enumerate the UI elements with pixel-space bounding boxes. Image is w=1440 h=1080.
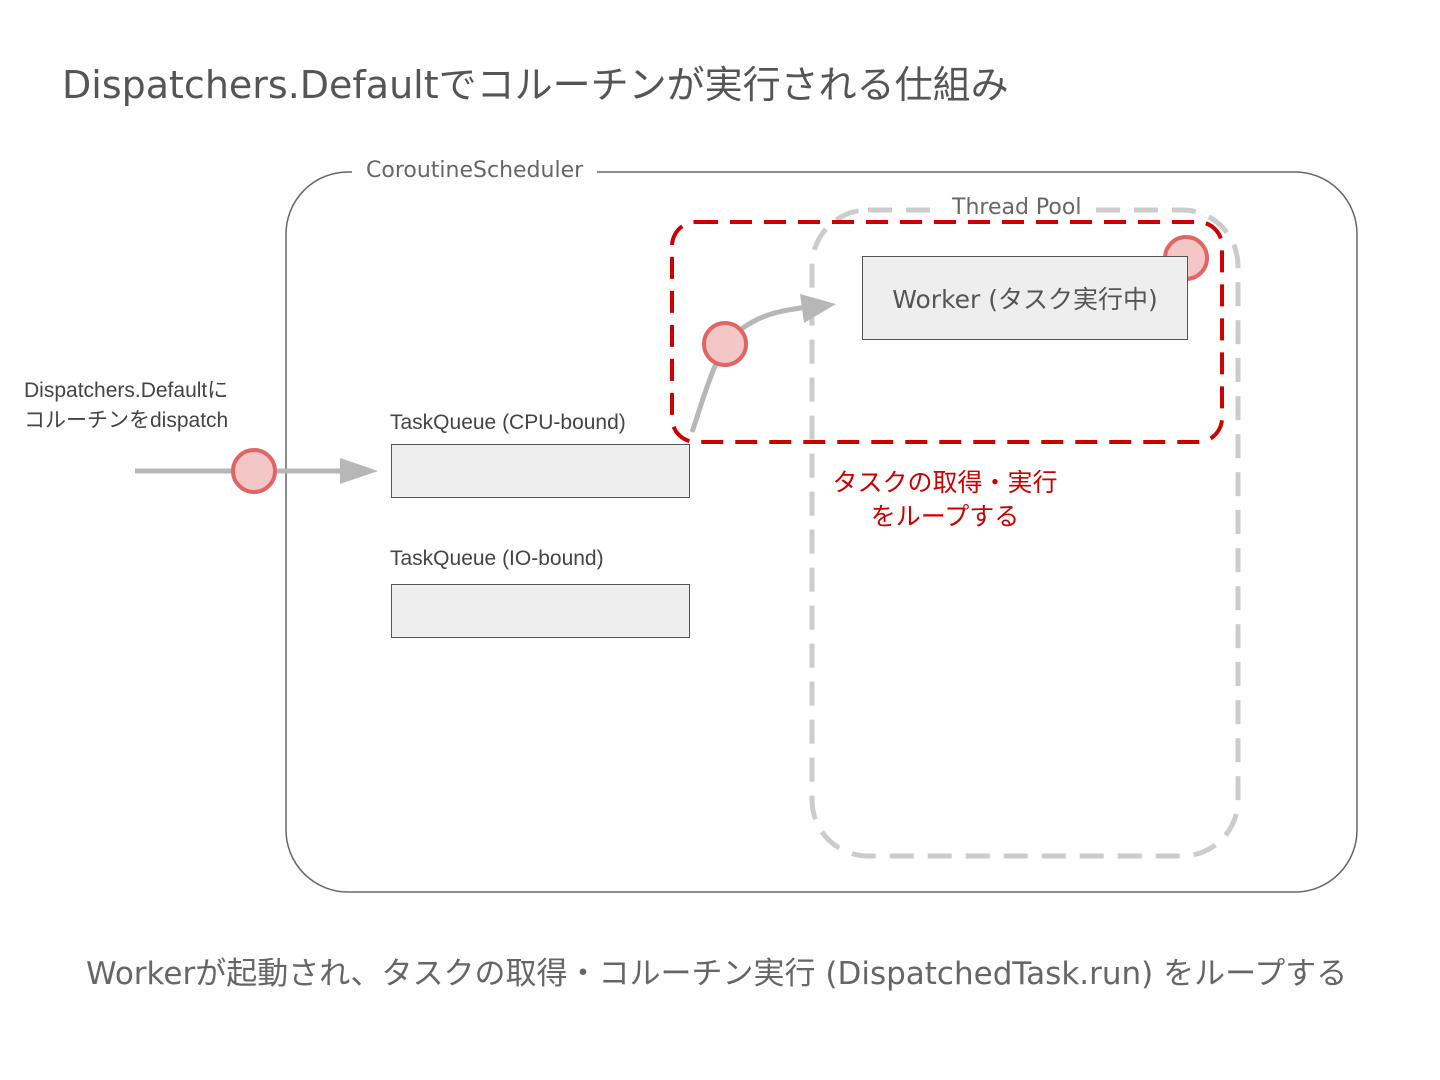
worker-label: Worker (タスク実行中) <box>892 285 1158 314</box>
coroutine-dispatched <box>231 448 277 494</box>
task-queue-io-label: TaskQueue (IO-bound) <box>390 547 604 570</box>
loop-note-line1: タスクの取得・実行 <box>832 468 1058 497</box>
dispatch-label-line1: Dispatchers.Defaultに <box>24 379 229 402</box>
task-queue-io-box <box>391 584 690 638</box>
caption: Workerが起動され、タスクの取得・コルーチン実行 (DispatchedTa… <box>86 956 1348 992</box>
dispatch-arrow-head <box>340 458 378 484</box>
fetch-arrow-head <box>800 294 836 323</box>
thread-pool-label: Thread Pool <box>940 195 1094 220</box>
scheduler-label: CoroutineScheduler <box>352 158 598 183</box>
page-title: Dispatchers.Defaultでコルーチンが実行される仕組み <box>62 63 1009 107</box>
dispatch-label: Dispatchers.Defaultに コルーチンをdispatch <box>24 376 228 436</box>
loop-note: タスクの取得・実行 をループする <box>830 466 1060 534</box>
scheduler-container <box>285 171 1358 893</box>
loop-note-line2: をループする <box>870 502 1020 531</box>
worker-box: Worker (タスク実行中) <box>862 256 1188 340</box>
fetch-arrow <box>689 304 809 433</box>
dispatch-label-line2: コルーチンをdispatch <box>24 409 229 432</box>
task-queue-cpu-label: TaskQueue (CPU-bound) <box>390 411 626 434</box>
coroutine-fetched <box>702 321 748 367</box>
task-queue-cpu-box <box>391 444 690 498</box>
loop-region <box>670 220 1224 444</box>
